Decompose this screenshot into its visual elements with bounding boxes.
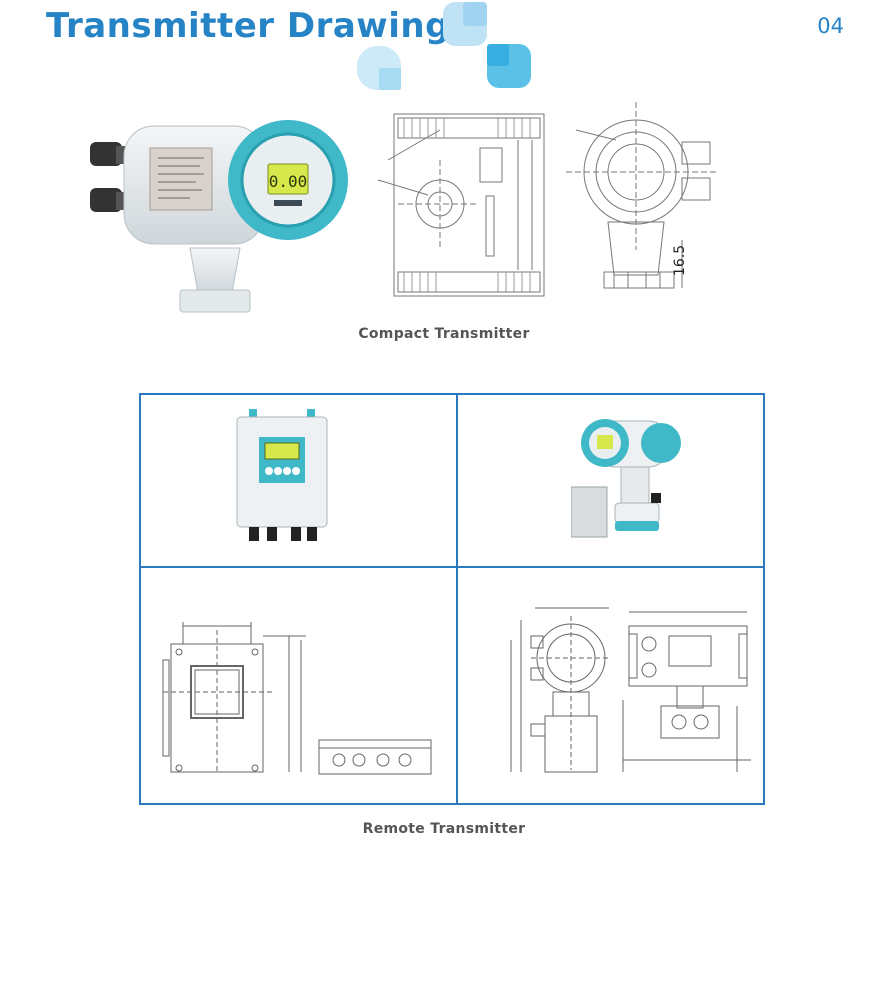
remote-transmitter-dimension-drawing — [510, 607, 751, 773]
decorative-squares-graphic — [357, 2, 531, 90]
wall-mount-dimension-drawing — [162, 622, 432, 775]
wall-mount-transmitter-photo — [236, 409, 328, 541]
page-title: Transmitter Drawing — [46, 6, 450, 46]
page-number: 04 — [817, 14, 844, 38]
compact-transmitter-photo: 0.00 — [90, 120, 348, 313]
dimension-label: 16.5 — [672, 245, 688, 276]
grid-divider-vertical — [456, 395, 458, 803]
lcd-reading: 0.00 — [269, 172, 308, 191]
compact-side-view-drawing — [377, 113, 545, 297]
remote-transmitter-grid — [139, 393, 765, 805]
grid-divider-horizontal — [141, 566, 763, 568]
remote-pipe-mount-transmitter-photo — [571, 419, 681, 538]
remote-caption: Remote Transmitter — [362, 821, 526, 837]
compact-front-view-drawing: 16.5 — [566, 102, 716, 289]
compact-caption: Compact Transmitter — [358, 326, 530, 342]
